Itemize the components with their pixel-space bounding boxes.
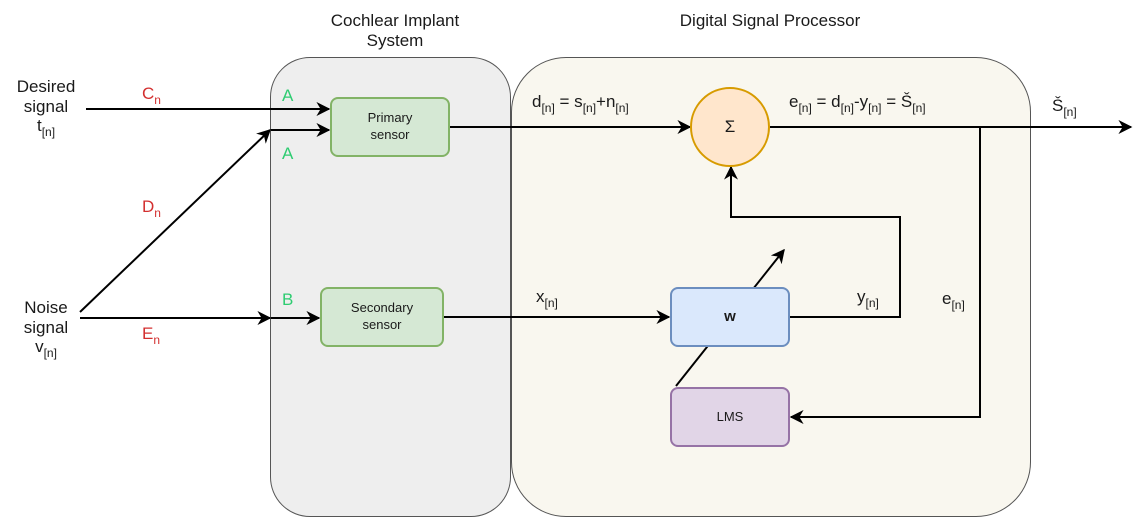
edge-error-feedback <box>789 127 981 424</box>
path-label-d: Dn <box>142 197 161 220</box>
e-feedback-label: e[n] <box>942 289 965 312</box>
e-equation: e[n] = d[n]-y[n] = Š[n] <box>789 92 926 115</box>
x-label: x[n] <box>536 287 558 310</box>
lms-block[interactable]: LMS <box>670 387 790 447</box>
cochlear-title-line2: System <box>366 30 424 50</box>
cochlear-title-line1: Cochlear Implant <box>330 11 460 30</box>
primary-line1: Primary <box>367 110 413 126</box>
y-label: y[n] <box>857 287 879 310</box>
secondary-line1: Secondary <box>350 300 414 316</box>
edge-d-diag <box>79 129 272 313</box>
desired-line1: Desired <box>16 77 76 96</box>
sum-block[interactable]: Σ <box>690 87 770 167</box>
noise-signal-label: Noise signal v[n] <box>0 298 92 361</box>
edge-y-to-sum <box>724 165 901 318</box>
noise-var: v[n] <box>35 337 57 361</box>
sigma-icon: Σ <box>724 116 736 136</box>
desired-line2: signal <box>23 96 69 116</box>
path-label-e: En <box>142 324 161 347</box>
port-label-b: B <box>282 290 294 309</box>
lms-label: LMS <box>716 408 744 424</box>
cochlear-title: Cochlear Implant System <box>300 11 490 50</box>
w-filter-block[interactable]: w <box>670 287 790 347</box>
w-label: w <box>724 308 736 326</box>
noise-line1: Noise <box>24 298 68 317</box>
primary-line2: sensor <box>370 127 410 142</box>
noise-line2: signal <box>23 317 69 337</box>
output-label: Š[n] <box>1052 96 1077 119</box>
desired-signal-label: Desired signal t[n] <box>0 77 92 140</box>
secondary-line2: sensor <box>362 317 402 332</box>
port-label-a2: A <box>282 144 294 163</box>
dsp-title: Digital Signal Processor <box>679 11 861 30</box>
d-equation: d[n] = s[n]+n[n] <box>532 92 629 115</box>
path-label-c: Cn <box>142 84 161 107</box>
desired-var: t[n] <box>36 116 56 140</box>
port-label-a1: A <box>282 86 294 105</box>
